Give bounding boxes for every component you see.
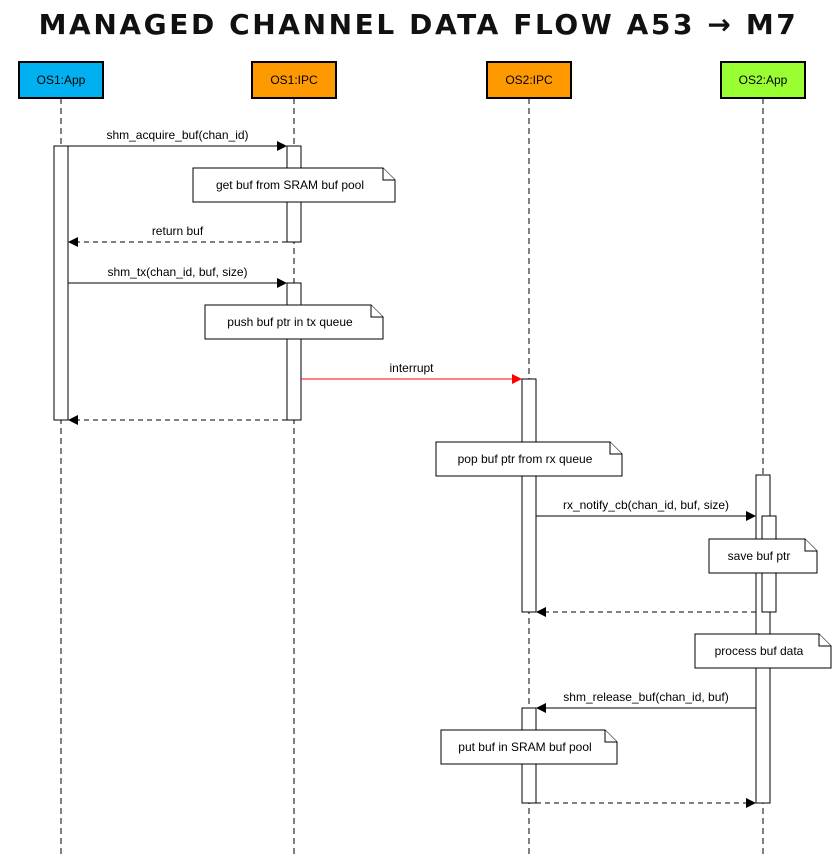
note-label: pop buf ptr from rx queue: [458, 452, 593, 466]
note-fold: [818, 634, 831, 647]
note-box: [192, 167, 396, 203]
message-label: rx_notify_cb(chan_id, buf, size): [563, 498, 729, 512]
arrowhead: [536, 703, 546, 713]
participant-box: [251, 61, 337, 99]
activation-bar-os1ipc: [286, 282, 302, 421]
message-15: [536, 798, 756, 808]
message-label: shm_tx(chan_id, buf, size): [107, 265, 247, 279]
arrowhead: [746, 798, 756, 808]
message-11: [536, 607, 756, 617]
arrowhead: [512, 374, 522, 384]
message-label: interrupt: [389, 361, 434, 375]
participant-os1ipc: OS1:IPC: [251, 61, 337, 99]
participant-label: OS2:App: [739, 73, 788, 87]
note-2: get buf from SRAM buf pool: [192, 167, 396, 203]
message-3: return buf: [68, 224, 287, 247]
messages: shm_acquire_buf(chan_id)return buf shm_tx…: [68, 128, 756, 808]
note-box: [708, 538, 818, 574]
note-14: put buf in SRAM buf pool: [440, 729, 618, 765]
activation-bar-os1app: [53, 145, 69, 421]
note-box: [204, 304, 384, 340]
participant-box: [720, 61, 806, 99]
arrowhead: [68, 237, 78, 247]
message-7: [68, 415, 287, 425]
message-9: rx_notify_cb(chan_id, buf, size): [536, 498, 756, 521]
message-6: interrupt: [301, 361, 522, 384]
note-5: push buf ptr in tx queue: [204, 304, 384, 340]
participant-box: [18, 61, 104, 99]
lifelines: [60, 98, 764, 858]
message-4: shm_tx(chan_id, buf, size): [68, 265, 287, 288]
note-label: put buf in SRAM buf pool: [458, 740, 591, 754]
arrowhead: [277, 141, 287, 151]
note-label: get buf from SRAM buf pool: [216, 178, 364, 192]
arrowhead: [746, 511, 756, 521]
message-label: return buf: [152, 224, 204, 238]
note-box: [435, 441, 623, 477]
participant-os2ipc: OS2:IPC: [486, 61, 572, 99]
note-fold: [804, 539, 817, 552]
note-fold: [604, 730, 617, 743]
message-1: shm_acquire_buf(chan_id): [68, 128, 287, 151]
note-box: [440, 729, 618, 765]
note-box: [694, 633, 832, 669]
participant-label: OS1:IPC: [270, 73, 318, 87]
arrowhead: [68, 415, 78, 425]
note-fold: [382, 168, 395, 181]
note-label: save buf ptr: [728, 549, 791, 563]
participant-os2app: OS2:App: [720, 61, 806, 99]
participant-label: OS1:App: [37, 73, 86, 87]
note-fold: [609, 442, 622, 455]
notes: get buf from SRAM buf pool push buf ptr i…: [192, 167, 832, 765]
note-fold: [370, 305, 383, 318]
activation-bar-os2ipc: [521, 378, 537, 613]
participant-label: OS2:IPC: [505, 73, 553, 87]
note-10: save buf ptr: [708, 538, 818, 574]
arrowhead: [536, 607, 546, 617]
message-label: shm_release_buf(chan_id, buf): [563, 690, 728, 704]
participant-box: [486, 61, 572, 99]
arrowhead: [277, 278, 287, 288]
activation-bars: [53, 145, 777, 804]
note-label: push buf ptr in tx queue: [227, 315, 353, 329]
note-label: process buf data: [715, 644, 804, 658]
participant-os1app: OS1:App: [18, 61, 104, 99]
participants: OS1:App OS1:IPC OS2:IPC OS2:App: [18, 61, 806, 99]
message-label: shm_acquire_buf(chan_id): [106, 128, 248, 142]
note-8: pop buf ptr from rx queue: [435, 441, 623, 477]
diagram-title: MANAGED CHANNEL DATA FLOW A53 → M7: [38, 8, 799, 41]
message-13: shm_release_buf(chan_id, buf): [536, 690, 756, 713]
note-12: process buf data: [694, 633, 832, 669]
